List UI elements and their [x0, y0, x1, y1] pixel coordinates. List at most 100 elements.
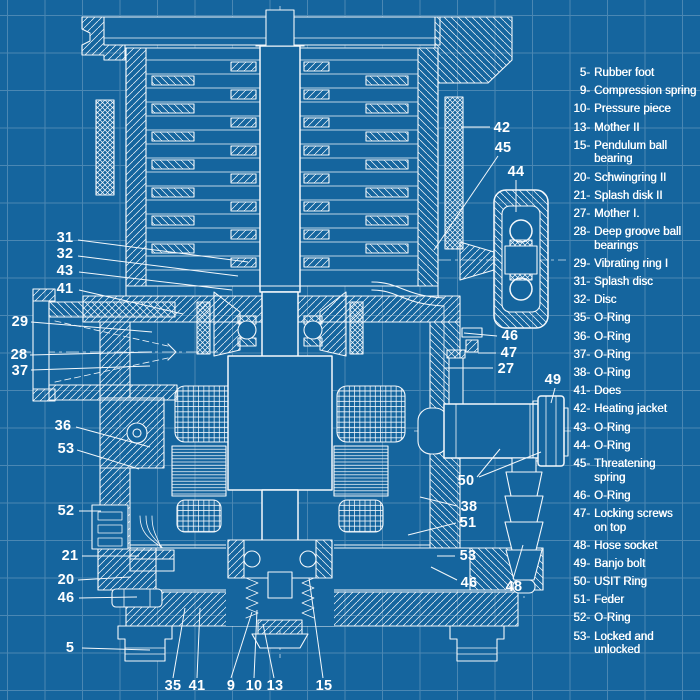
bearing-ball	[509, 219, 533, 243]
legend-item: 10- Pressure piece	[566, 103, 700, 117]
legend-part-name: Threatening spring	[594, 457, 656, 484]
legend-part-number: 38-	[573, 367, 590, 379]
legend-item: 29- Vibrating ring I	[566, 258, 700, 272]
legend-item: 27- Mother I.	[566, 208, 700, 222]
legend-part-name: Pendulum ball bearing	[594, 139, 667, 166]
callout-number: 5	[65, 640, 75, 656]
legend-part-name: Deep groove ball bearings	[594, 226, 681, 252]
bearing-ball	[237, 320, 257, 340]
legend-part-name: Rubber foot	[594, 67, 655, 79]
callout-number: 43	[56, 263, 74, 279]
legend-part-number: 53-	[573, 630, 590, 643]
turbine-stack	[125, 9, 439, 293]
parts-legend: 5- Rubber foot 9- Compression spring 10-…	[566, 67, 700, 662]
legend-part-number: 29-	[573, 257, 590, 270]
legend-item: 32- Disc	[566, 294, 700, 308]
legend-item: 42- Heating jacket	[566, 403, 700, 417]
legend-part-number: 5-	[579, 67, 590, 79]
leader-lines	[29, 126, 556, 679]
legend-item: 41- Does	[566, 385, 700, 399]
callout-number: 42	[493, 120, 511, 136]
top-flange	[81, 16, 513, 84]
hose-barb	[504, 495, 544, 523]
stator-lamination	[333, 445, 389, 497]
legend-part-name: O-Ring	[594, 489, 631, 502]
stator-spacer-segments	[151, 75, 409, 254]
legend-part-number: 45-	[573, 457, 590, 470]
legend-item: 45- Threatening spring	[566, 458, 700, 485]
legend-part-number: 47-	[573, 507, 590, 520]
callout-number: 28	[10, 347, 28, 363]
rubber-foot	[117, 625, 173, 662]
callout-number: 9	[226, 678, 236, 694]
shaft-top-bolt	[265, 9, 295, 47]
callout-number: 27	[497, 361, 515, 377]
callout-number: 41	[188, 678, 206, 694]
legend-item: 48- Hose socket	[566, 540, 700, 554]
legend-item: 43- O-Ring	[566, 422, 700, 436]
usit-ring	[563, 407, 569, 457]
legend-part-number: 35-	[573, 312, 590, 325]
compression-spring	[245, 577, 259, 619]
legend-part-number: 9-	[579, 85, 590, 98]
clamp	[111, 588, 163, 608]
callout-number: 45	[494, 140, 512, 156]
legend-part-number: 20-	[573, 171, 590, 184]
legend-part-name: USIT Ring	[594, 576, 647, 589]
legend-part-name: Mother II	[594, 121, 640, 134]
left-attachments	[91, 504, 163, 608]
bottom-bearing-detail	[227, 539, 333, 649]
callout-number: 20	[57, 572, 75, 588]
legend-item: 49- Banjo bolt	[566, 558, 700, 572]
legend-item: 37- O-Ring	[566, 349, 700, 363]
legend-part-number: 49-	[573, 557, 590, 570]
legend-item: 15- Pendulum ball bearing	[566, 140, 700, 167]
legend-part-number: 52-	[573, 612, 590, 625]
callout-number: 48	[505, 579, 523, 595]
callout-number: 38	[460, 499, 478, 515]
legend-part-number: 46-	[573, 489, 590, 502]
callout-number: 49	[544, 372, 562, 388]
legend-part-number: 31-	[573, 276, 590, 289]
legend-part-name: O-Ring	[594, 330, 631, 343]
callout-number: 31	[56, 230, 74, 246]
legend-part-name: O-Ring	[594, 421, 631, 434]
legend-part-name: Disc	[594, 294, 617, 307]
legend-item: 13- Mother II	[566, 122, 700, 136]
callout-number: 21	[61, 548, 79, 564]
legend-part-number: 27-	[573, 207, 590, 220]
rotor-shaft	[259, 45, 301, 293]
rubber-foot	[449, 625, 505, 662]
legend-item: 28- Deep groove ball bearings	[566, 226, 700, 253]
callout-number: 52	[57, 503, 75, 519]
legend-part-name: O-Ring	[594, 612, 631, 625]
legend-part-name: O-Ring	[594, 367, 631, 379]
callout-number: 46	[501, 328, 519, 344]
callout-number: 51	[459, 515, 477, 531]
legend-item: 31- Splash disc	[566, 276, 700, 290]
legend-part-name: Mother I.	[594, 207, 640, 220]
callout-number: 53	[459, 548, 477, 564]
legend-part-name: Locked and unlocked	[594, 630, 654, 657]
legend-part-number: 37-	[573, 348, 590, 361]
rotor-hub-segments	[230, 61, 330, 268]
right-bearing-detail	[459, 189, 549, 329]
legend-part-name: Banjo bolt	[594, 557, 646, 570]
legend-part-number: 36-	[573, 330, 590, 343]
legend-part-name: Hose socket	[594, 539, 658, 552]
callout-number: 29	[11, 314, 29, 330]
pendulum-bearing-ball	[299, 550, 317, 568]
legend-part-number: 15-	[573, 139, 590, 152]
callout-number: 32	[56, 246, 74, 262]
legend-item: 53- Locked and unlocked	[566, 631, 700, 658]
bearing-ball	[509, 277, 533, 301]
callout-number: 35	[164, 678, 182, 694]
legend-item: 36- O-Ring	[566, 331, 700, 345]
legend-item: 20- Schwingring II	[566, 172, 700, 186]
legend-part-name: O-Ring	[594, 348, 631, 361]
legend-part-name: Locking screws on top	[594, 507, 673, 534]
legend-item: 46- O-Ring	[566, 490, 700, 504]
compression-spring	[301, 577, 315, 619]
